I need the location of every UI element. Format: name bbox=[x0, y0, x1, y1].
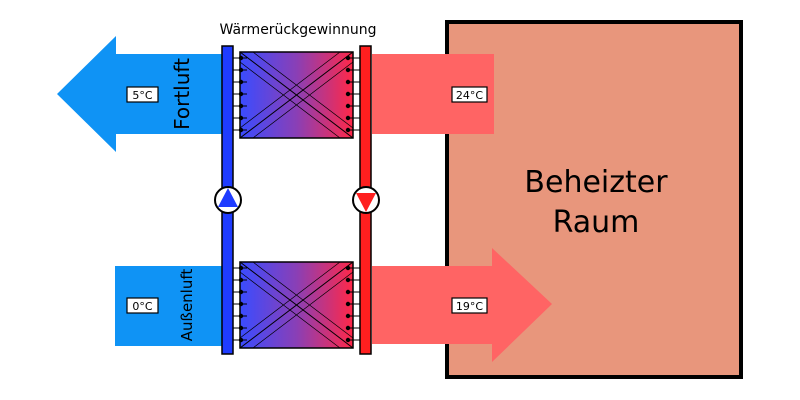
room-exhaust-temp: 24°C bbox=[456, 89, 483, 102]
connector-dot bbox=[238, 103, 244, 109]
connector-dot bbox=[238, 265, 244, 271]
connector-dot bbox=[238, 115, 244, 121]
supply-temp-tag: 19°C bbox=[451, 297, 488, 314]
connector-dot bbox=[238, 79, 244, 85]
connector-dot bbox=[345, 127, 351, 133]
connector-dot bbox=[238, 313, 244, 319]
room-label-line1: Beheizter bbox=[524, 165, 668, 200]
connector-dot bbox=[345, 91, 351, 97]
pump-up-icon bbox=[214, 186, 242, 214]
connector-dot bbox=[345, 115, 351, 121]
connector-dot bbox=[345, 301, 351, 307]
connector-dot bbox=[345, 289, 351, 295]
connector-dot bbox=[345, 325, 351, 331]
connector-dot bbox=[238, 289, 244, 295]
connector-dot bbox=[238, 55, 244, 61]
connector-dot bbox=[238, 91, 244, 97]
connector-dot bbox=[345, 277, 351, 283]
exhaust-temp: 5°C bbox=[132, 89, 152, 102]
exhaust-temp-tag: 5°C bbox=[126, 86, 159, 103]
connector-dot bbox=[238, 301, 244, 307]
room-label-line2: Raum bbox=[553, 205, 640, 240]
connector-dot bbox=[238, 337, 244, 343]
diagram-title: Wärmerückgewinnung bbox=[220, 22, 377, 38]
connector-dot bbox=[238, 127, 244, 133]
outdoor-label: Außenluft bbox=[178, 269, 196, 342]
outdoor-temp: 0°C bbox=[132, 300, 152, 313]
heat-exchanger-top bbox=[233, 51, 360, 139]
connector-dot bbox=[238, 67, 244, 73]
supply-temp: 19°C bbox=[456, 300, 483, 313]
pump-down-icon bbox=[352, 186, 380, 214]
connector-dot bbox=[345, 79, 351, 85]
outdoor-temp-tag: 0°C bbox=[126, 297, 159, 314]
connector-dot bbox=[345, 313, 351, 319]
room-exhaust-temp-tag: 24°C bbox=[451, 86, 488, 103]
connector-dot bbox=[345, 67, 351, 73]
exhaust-label: Fortluft bbox=[170, 58, 194, 130]
connector-dot bbox=[238, 277, 244, 283]
heat-exchanger-bottom bbox=[233, 261, 360, 349]
connector-dot bbox=[345, 55, 351, 61]
connector-dot bbox=[345, 103, 351, 109]
connector-dot bbox=[345, 337, 351, 343]
connector-dot bbox=[345, 265, 351, 271]
connector-dot bbox=[238, 325, 244, 331]
